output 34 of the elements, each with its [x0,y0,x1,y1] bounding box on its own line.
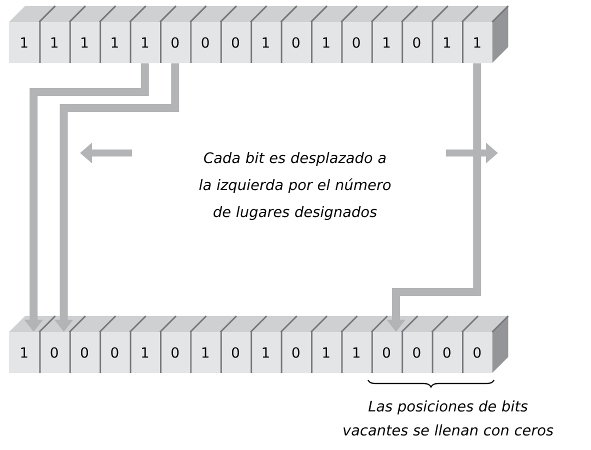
bit-cell: 1 [250,22,281,63]
bit-cell: 0 [160,332,190,373]
bit-cell: 0 [220,332,251,373]
bit-cell: 0 [371,332,402,373]
annotation-text: Cada bit es desplazado a la izquierda por el número de lugares designados [176,150,414,222]
bit-cell: 1 [371,22,402,63]
bit-cell: 1 [100,22,130,63]
bit-cell: 0 [100,332,130,373]
bit-cell: 0 [432,332,462,373]
bit-cell: 0 [160,22,190,63]
bit-cell: 1 [190,332,220,373]
bit-cell: 0 [220,22,251,63]
bit-cell: 1 [250,332,281,373]
bit-cell: 1 [432,22,462,63]
bit-cell: 1 [39,22,70,63]
bit-cell: 0 [69,332,100,373]
bit-cell: 1 [9,22,40,63]
bit-cell: 0 [341,22,372,63]
bit-cell: 1 [69,22,100,63]
bit-cell: 1 [341,332,372,373]
annotation-text: Las posiciones de bits vacantes se llenan con ceros [344,400,554,436]
bit-cell: 1 [130,332,160,373]
bit-cell: 1 [311,22,342,63]
bit-cell: 0 [280,332,311,373]
bit-cell: 1 [311,332,342,373]
bit-cell: 0 [190,22,220,63]
bit-cell: 0 [39,332,70,373]
bit-cell: 0 [402,22,432,63]
bit-cell: 1 [130,22,160,63]
bit-cell: 1 [462,22,492,63]
bit-cell: 1 [9,332,40,373]
bit-cell: 0 [280,22,311,63]
bit-cell: 0 [402,332,432,373]
bit-cell: 0 [462,332,492,373]
